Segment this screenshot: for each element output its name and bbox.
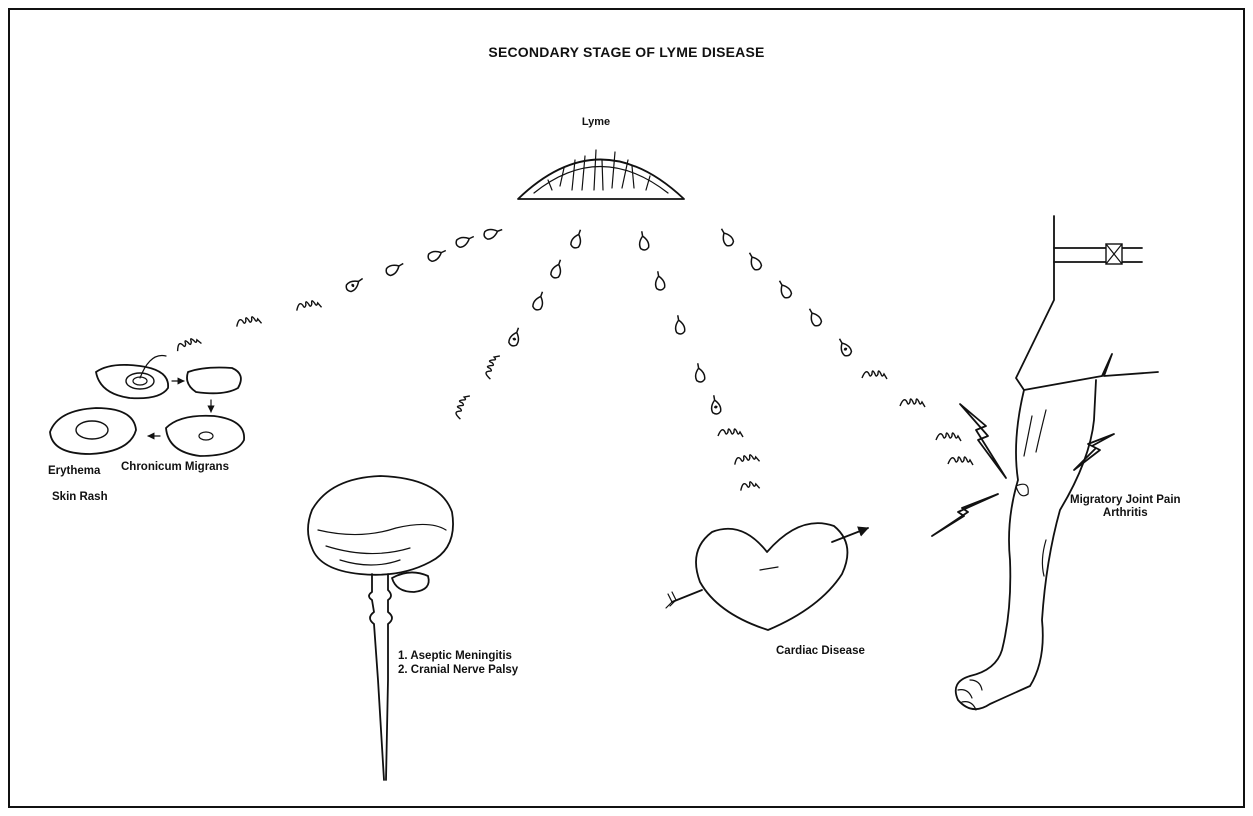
spirochete-icon xyxy=(717,428,744,438)
spirochete-icon xyxy=(861,370,888,380)
spirochete-icon xyxy=(935,432,962,442)
pain-bolt-icon xyxy=(931,403,1115,537)
spirochete-icon xyxy=(483,228,503,240)
lyme-label: Lyme xyxy=(581,116,611,128)
spirochete-icon xyxy=(485,355,501,380)
spirochete-icon xyxy=(508,327,520,347)
spirochete-icon xyxy=(570,229,582,249)
neuro-label-2: 2. Cranial Nerve Palsy xyxy=(398,664,519,676)
spirochete-icon xyxy=(455,235,475,249)
spirochete-trails xyxy=(176,228,974,491)
spirochete-icon xyxy=(734,454,761,465)
spirochete-icon xyxy=(296,300,323,311)
spirochete-icon xyxy=(236,316,263,327)
cardiac-label: Cardiac Disease xyxy=(776,645,865,657)
spirochete-icon xyxy=(654,271,666,291)
heart-icon xyxy=(665,522,870,631)
neuro-labels: 1. Aseptic Meningitis 2. Cranial Nerve P… xyxy=(398,649,518,677)
spirochete-icon xyxy=(385,262,404,277)
joint-labels: Migratory Joint Pain Arthritis xyxy=(1070,494,1181,520)
spirochete-icon xyxy=(345,277,364,293)
diagram-title: SECONDARY STAGE OF LYME DISEASE xyxy=(488,44,765,60)
joint-label-1: Migratory Joint Pain xyxy=(1070,494,1181,506)
skin-rash-icon xyxy=(49,354,245,457)
spirochete-icon xyxy=(427,249,447,263)
spirochete-icon xyxy=(694,363,706,383)
chronicum-migrans-label: Chronicum Migrans xyxy=(121,461,229,473)
spirochete-icon xyxy=(638,231,650,251)
skin-rash-label: Skin Rash xyxy=(52,491,108,503)
spirochete-icon xyxy=(532,291,544,311)
spirochete-icon xyxy=(838,338,853,357)
spirochete-icon xyxy=(720,228,735,247)
spirochete-icon xyxy=(808,308,823,327)
spirochete-icon xyxy=(748,252,763,271)
figure-border xyxy=(8,8,1245,808)
erythema-label: Erythema xyxy=(48,465,101,477)
brain-icon xyxy=(307,475,454,781)
lyme-dome-icon xyxy=(517,149,685,200)
neuro-label-1: 1. Aseptic Meningitis xyxy=(398,650,512,662)
spirochete-icon xyxy=(550,259,562,279)
spirochete-icon xyxy=(740,481,761,491)
spirochete-icon xyxy=(899,398,926,408)
spirochete-icon xyxy=(710,395,722,415)
leg-icon xyxy=(954,215,1159,711)
spirochete-icon xyxy=(455,395,471,420)
spirochete-icon xyxy=(176,338,202,352)
spirochete-icon xyxy=(947,456,974,466)
spirochete-icon xyxy=(778,280,793,299)
joint-label-2: Arthritis xyxy=(1102,507,1148,519)
spirochete-icon xyxy=(674,315,686,335)
